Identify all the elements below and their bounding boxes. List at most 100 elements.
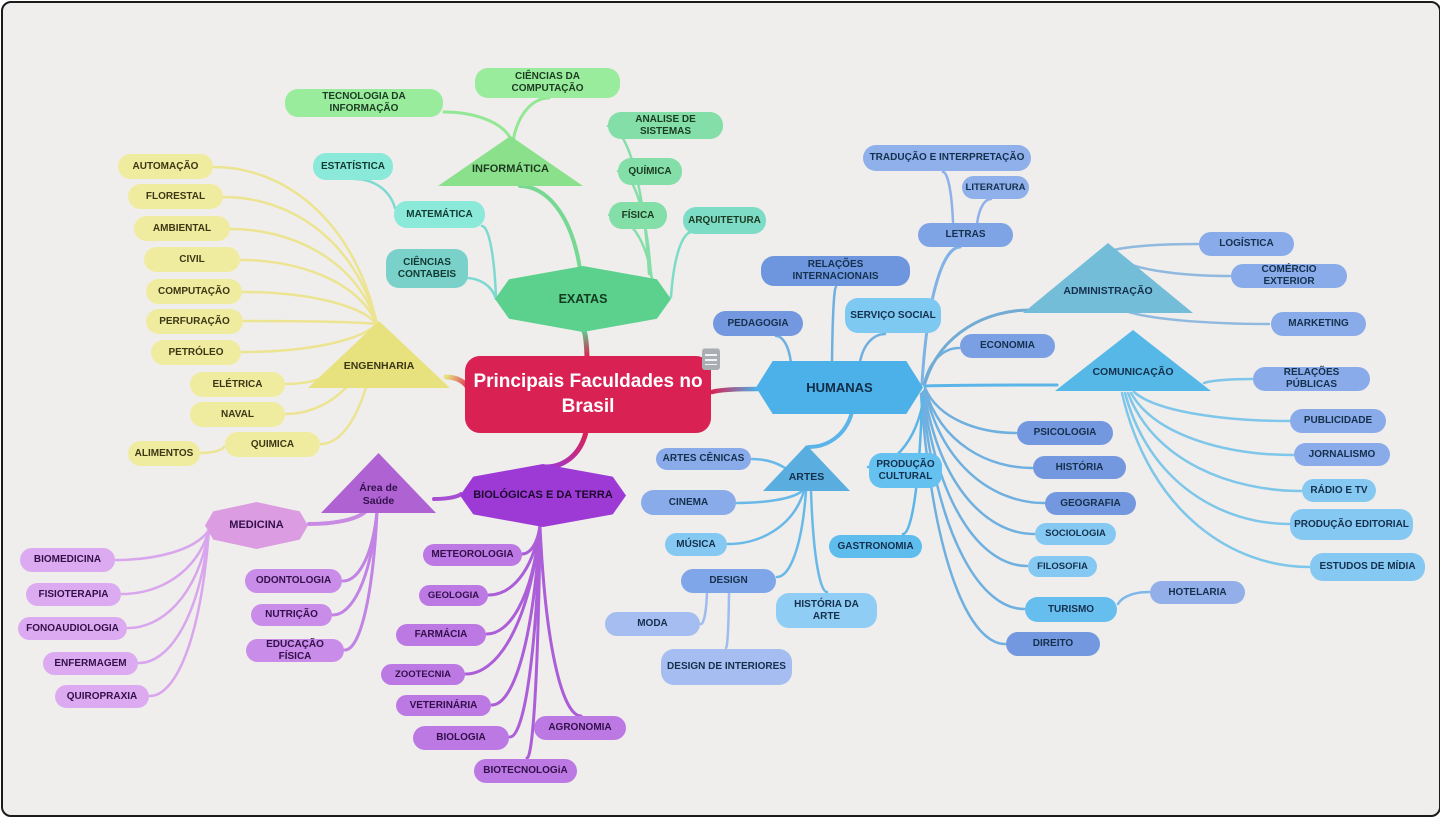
edge-connector — [525, 524, 542, 760]
node-traducao-e-interpretacao[interactable]: TRADUÇÃO E INTERPRETAÇÃO — [863, 145, 1031, 171]
node-biomedicina[interactable]: BIOMEDICINA — [20, 548, 115, 572]
node-publicidade[interactable]: PUBLICIDADE — [1290, 409, 1386, 433]
node-cinema[interactable]: CINEMA — [641, 490, 736, 515]
node-ambiental[interactable]: AMBIENTAL — [134, 216, 230, 241]
edge-connector — [1202, 377, 1254, 385]
node-label: LETRAS — [945, 229, 986, 241]
node-computacao[interactable]: COMPUTAÇÃO — [146, 279, 242, 304]
node-turismo[interactable]: TURISMO — [1025, 597, 1117, 622]
node-sociologia[interactable]: SOCIOLOGIA — [1035, 523, 1116, 545]
node-biologicas-e-da-terra[interactable]: BIOLÓGICAS E DA TERRA — [460, 464, 626, 527]
node-label: RELAÇÕES INTERNACIONAIS — [792, 259, 879, 282]
node-humanas[interactable]: HUMANAS — [756, 361, 923, 414]
node-logistica[interactable]: LOGÍSTICA — [1199, 232, 1294, 256]
node-fisioterapia[interactable]: FISIOTERAPIA — [26, 583, 121, 606]
node-label: HISTÓRIA DA ARTE — [794, 598, 859, 622]
root-node[interactable]: Principais Faculdades no Brasil — [465, 356, 711, 433]
node-tecnologia-da-informacao[interactable]: TECNOLOGIA DA INFORMAÇÃO — [285, 89, 443, 117]
note-icon[interactable] — [702, 348, 720, 370]
node-naval[interactable]: NAVAL — [190, 402, 285, 427]
node-veterinaria[interactable]: VETERINÁRIA — [396, 695, 491, 716]
node-radio-e-tv[interactable]: RÁDIO E TV — [1302, 479, 1376, 502]
node-farmacia[interactable]: FARMÁCIA — [396, 624, 486, 646]
edge-connector — [975, 197, 993, 226]
mindmap-canvas[interactable] — [3, 3, 1440, 817]
node-label: RELAÇÕES PÚBLICAS — [1283, 367, 1340, 390]
node-label: FÍSICA — [621, 209, 655, 221]
node-label: FONOAUDIOLOGIA — [26, 622, 119, 634]
node-label: NAVAL — [221, 408, 254, 420]
node-ciencias-da-computacao[interactable]: CIÊNCIAS DA COMPUTAÇÃO — [475, 68, 620, 98]
node-estatistica[interactable]: ESTATÍSTICA — [313, 153, 393, 180]
node-educacao-fisica[interactable]: EDUCAÇÃO FÍSICA — [246, 639, 344, 662]
node-estudos-de-midia[interactable]: ESTUDOS DE MÍDIA — [1310, 553, 1425, 581]
node-medicina[interactable]: MEDICINA — [205, 502, 308, 549]
edge-connector — [922, 389, 1036, 536]
node-automacao[interactable]: AUTOMAÇÃO — [118, 154, 213, 179]
node-relacoes-internacionais[interactable]: RELAÇÕES INTERNACIONAIS — [761, 256, 910, 286]
node-letras[interactable]: LETRAS — [918, 223, 1013, 247]
node-nutricao[interactable]: NUTRIÇÃO — [251, 604, 332, 626]
node-geografia[interactable]: GEOGRAFIA — [1045, 492, 1136, 515]
node-label: HOTELARIA — [1168, 586, 1227, 598]
edge-connector — [518, 184, 582, 271]
edge-connector — [442, 110, 513, 141]
node-pedagogia[interactable]: PEDAGOGIA — [713, 311, 803, 336]
node-alimentos[interactable]: ALIMENTOS — [128, 441, 200, 466]
node-biologia[interactable]: BIOLOGIA — [413, 726, 509, 750]
node-design[interactable]: DESIGN — [681, 569, 776, 593]
node-psicologia[interactable]: PSICOLOGIA — [1017, 421, 1113, 445]
node-jornalismo[interactable]: JORNALISMO — [1294, 443, 1390, 466]
node-economia[interactable]: ECONOMIA — [960, 334, 1055, 358]
node-label: JORNALISMO — [1308, 448, 1376, 460]
node-gastronomia[interactable]: GASTRONOMIA — [829, 535, 922, 558]
node-matematica[interactable]: MATEMÁTICA — [394, 201, 485, 228]
node-analise-de-sistemas[interactable]: ANALISE DE SISTEMAS — [608, 112, 723, 139]
node-label: FILOSOFIA — [1037, 560, 1088, 572]
node-quimica-engenharia[interactable]: QUIMICA — [225, 432, 320, 457]
node-direito[interactable]: DIREITO — [1006, 632, 1100, 656]
node-filosofia[interactable]: FILOSOFIA — [1028, 556, 1097, 577]
node-fonoaudiologia[interactable]: FONOAUDIOLOGIA — [18, 617, 127, 640]
node-label: HISTÓRIA — [1055, 461, 1104, 473]
node-civil[interactable]: CIVIL — [144, 247, 240, 272]
node-zootecnia[interactable]: ZOOTECNIA — [381, 664, 465, 685]
node-florestal[interactable]: FLORESTAL — [128, 184, 223, 209]
node-agronomia[interactable]: AGRONOMIA — [534, 716, 626, 740]
node-hotelaria[interactable]: HOTELARIA — [1150, 581, 1245, 604]
node-ciencias-contabeis[interactable]: CIÊNCIAS CONTABEIS — [386, 249, 468, 288]
node-relacoes-publicas[interactable]: RELAÇÕES PÚBLICAS — [1253, 367, 1370, 391]
node-enfermagem[interactable]: ENFERMAGEM — [43, 652, 138, 675]
node-label: MÚSICA — [676, 538, 716, 550]
node-producao-editorial[interactable]: PRODUÇÃO EDITORIAL — [1290, 509, 1413, 540]
node-meteorologia[interactable]: METEOROLOGIA — [423, 544, 522, 566]
node-historia[interactable]: HISTÓRIA — [1033, 456, 1126, 479]
node-label: NUTRIÇÃO — [265, 609, 318, 621]
node-petroleo[interactable]: PETRÓLEO — [151, 340, 241, 365]
node-historia-da-arte[interactable]: HISTÓRIA DA ARTE — [776, 593, 877, 628]
node-quiropraxia[interactable]: QUIROPRAXIA — [55, 685, 149, 708]
node-geologia[interactable]: GEOLOGIA — [419, 585, 488, 606]
node-marketing[interactable]: MARKETING — [1271, 312, 1366, 336]
node-literatura[interactable]: LITERATURA — [962, 176, 1029, 199]
node-arquitetura[interactable]: ARQUITETURA — [683, 207, 766, 234]
node-musica[interactable]: MÚSICA — [665, 533, 727, 556]
edge-connector — [775, 489, 808, 579]
node-fisica[interactable]: FÍSICA — [609, 202, 667, 229]
edge-connector — [464, 276, 498, 301]
node-perfuracao[interactable]: PERFURAÇÃO — [146, 309, 243, 334]
node-label: TECNOLOGIA DA INFORMAÇÃO — [322, 91, 406, 114]
node-biotecnologia[interactable]: BIOTECNOLOGiA — [474, 759, 577, 783]
node-exatas[interactable]: EXATAS — [495, 266, 671, 332]
node-producao-cultural[interactable]: PRODUÇÃO CULTURAL — [869, 453, 942, 488]
node-artes-cenicas[interactable]: ARTES CÊNICAS — [656, 448, 751, 470]
node-quimica-exatas[interactable]: QUÍMICA — [618, 158, 682, 185]
node-odontologia[interactable]: ODONTOLOGIA — [245, 569, 342, 593]
edge-connector — [1120, 391, 1311, 569]
node-design-de-interiores[interactable]: DESIGN DE INTERIORES — [661, 649, 792, 685]
node-servico-social[interactable]: SERVIÇO SOCIAL — [845, 298, 941, 333]
node-eletrica[interactable]: ELÉTRICA — [190, 372, 285, 397]
node-moda[interactable]: MODA — [605, 612, 700, 636]
node-label: ENFERMAGEM — [54, 657, 127, 669]
node-comercio-exterior[interactable]: COMÉRCIO EXTERIOR — [1231, 264, 1347, 288]
